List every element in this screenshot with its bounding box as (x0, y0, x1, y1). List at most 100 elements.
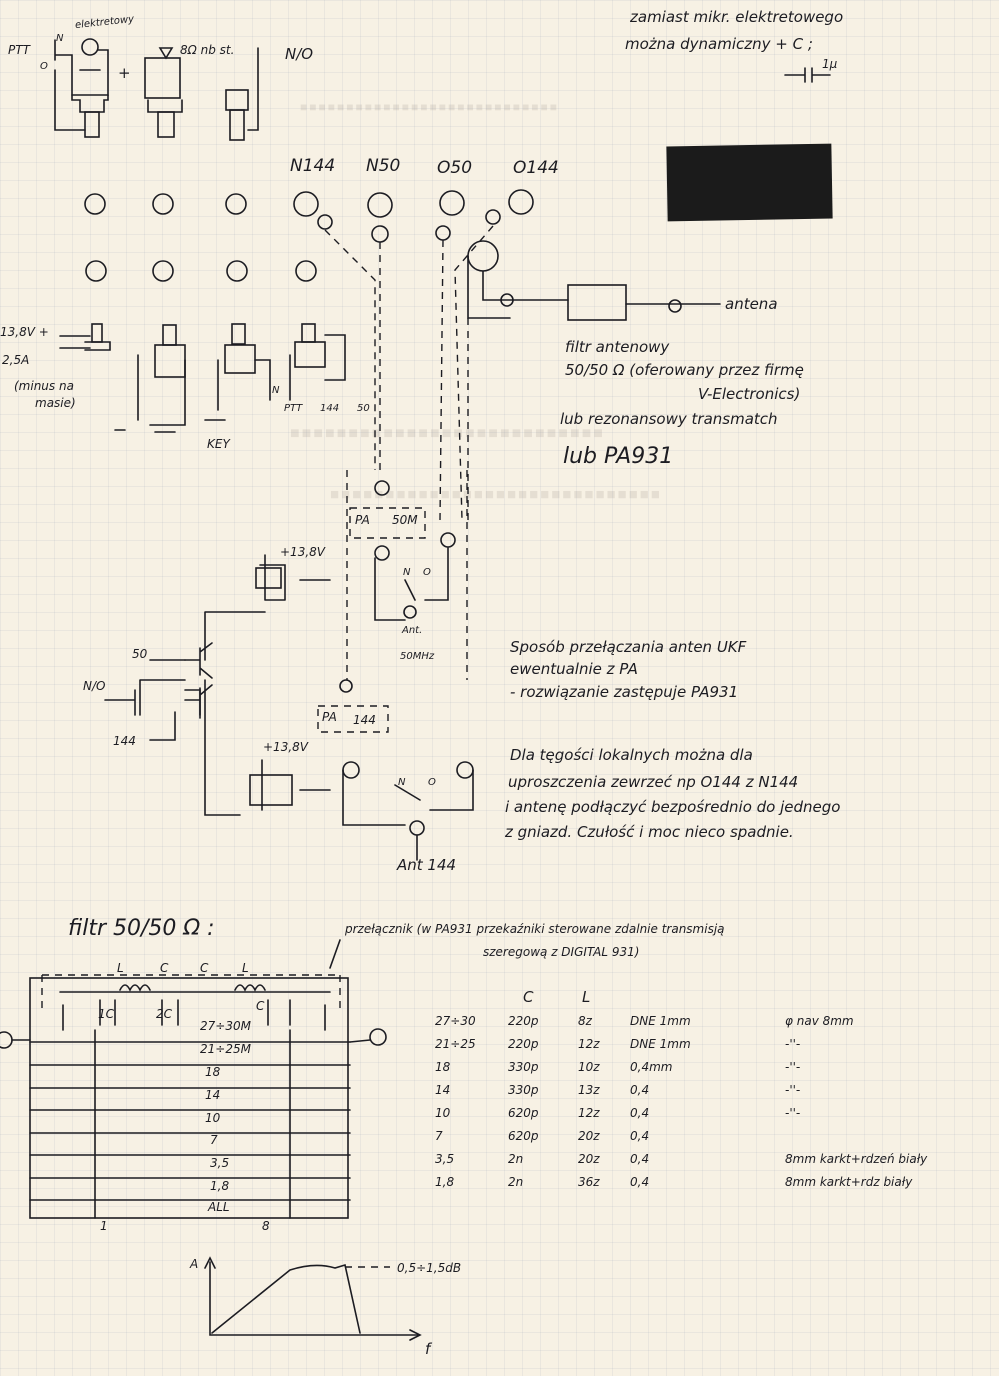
table-cell-l: 20z (578, 1129, 600, 1143)
minus-note-1: (minus na (14, 379, 74, 393)
top-note-line2: można dynamiczny + C ; (625, 35, 813, 53)
connector-n50: N50 (366, 156, 401, 176)
schematic-pin-8: 8 (262, 1219, 270, 1233)
key-label: KEY (207, 437, 230, 451)
relay50-pa: PA (355, 513, 370, 527)
show-through-print: ■■■■■■■■■■■■■■■■■■■■■■■■■■■■■■ (330, 487, 662, 503)
switch-note-line2: szeregową z DIGITAL 931) (483, 945, 640, 959)
simplify-note-line4: z gniazd. Czułość i moc nieco spadnie. (505, 823, 794, 841)
switching-note-line2: ewentualnie z PA (510, 660, 638, 678)
table-cell-band: 27÷30 (435, 1014, 476, 1028)
table-cell-wire: 0,4 (630, 1175, 650, 1189)
band-label: 7 (210, 1133, 218, 1147)
ptt-label: PTT (8, 43, 30, 57)
power-50-label: 50 (357, 403, 370, 414)
no-label: N/O (285, 45, 314, 63)
mic-connector-drawing (54, 38, 109, 138)
table-cell-band: 3,5 (435, 1152, 455, 1166)
table-cell-l: 20z (578, 1152, 600, 1166)
table-cell-dia: 8mm karkt+rdz biały (785, 1175, 913, 1189)
supply-label: 13,8V + (0, 325, 49, 339)
connector-n144: N144 (290, 156, 336, 176)
table-cell-c: 330p (508, 1060, 539, 1074)
relay144-o: O (428, 777, 436, 788)
minus-note-2: masie) (35, 396, 76, 410)
switching-note-line1: Sposób przełączania anten UKF (510, 638, 747, 656)
table-cell-l: 10z (578, 1060, 600, 1074)
relay144-n: N (398, 777, 406, 788)
filter-title: filtr 50/50 Ω : (68, 916, 215, 941)
table-cell-c: 620p (508, 1129, 539, 1143)
table-header-c: C (523, 988, 534, 1006)
current-label: 2,5A (2, 353, 30, 367)
table-cell-wire: DNE 1mm (630, 1014, 691, 1028)
filter-note-line2: 50/50 Ω (oferowany przez firmę (565, 361, 804, 379)
power-n-label: N (272, 385, 280, 396)
table-cell-c: 220p (508, 1014, 539, 1028)
n-label: N (56, 33, 64, 44)
filter-schematic (0, 939, 387, 1219)
panel-holes (84, 189, 534, 282)
table-cell-wire: 0,4 (630, 1152, 650, 1166)
band-label: 14 (205, 1088, 221, 1102)
relay144-supply: +13,8V (263, 740, 308, 754)
relay50-ant-mhz: 50MHz (400, 651, 435, 662)
schematic-top-l1: L (117, 961, 124, 975)
plot-annotation: 0,5÷1,5dB (397, 1261, 462, 1275)
speaker-label: 8Ω nb st. (180, 43, 235, 57)
input-no: N/O (83, 679, 106, 693)
band-label: 1,8 (210, 1179, 230, 1193)
band-label: 27÷30M (200, 1019, 251, 1033)
simplify-note-line3: i antenę podłączyć bezpośrednio do jedne… (505, 798, 841, 816)
relay144-pa: PA (322, 710, 337, 724)
table-cell-dia: -''- (785, 1083, 801, 1097)
relay50-50m: 50M (392, 513, 418, 527)
table-cell-dia: -''- (785, 1060, 801, 1074)
plot-x-label: f (425, 1340, 431, 1358)
relay-50 (255, 470, 468, 680)
filter-note-line5: lub PA931 (563, 444, 674, 469)
band-label: ALL (208, 1200, 230, 1214)
schematic-pin-1: 1 (100, 1219, 108, 1233)
relay144-144: 144 (353, 713, 376, 727)
table-cell-wire: DNE 1mm (630, 1037, 691, 1051)
relay50-n: N (403, 567, 411, 578)
band-label: 10 (205, 1111, 221, 1125)
table-cell-band: 10 (435, 1106, 451, 1120)
power-144-label: 144 (320, 403, 340, 414)
show-through-print: ■■■■■■■■■■■■■■■■■■■■■■■■■■■ (290, 425, 605, 442)
schematic-c-2c: 2C (156, 1007, 173, 1021)
table-cell-dia: φ nav 8mm (785, 1014, 854, 1028)
plus-label: + (118, 64, 131, 82)
input-50: 50 (132, 647, 148, 661)
simplify-note-line2: uproszczenia zewrzeć np O144 z N144 (508, 773, 799, 791)
schematic-c-c: C (256, 999, 265, 1013)
top-note-line1: zamiast mikr. elektretowego (630, 8, 844, 26)
table-cell-band: 21÷25 (435, 1037, 476, 1051)
table-cell-dia: -''- (785, 1106, 801, 1120)
connector-o50: O50 (437, 158, 473, 178)
filter-note-line1: filtr antenowy (565, 338, 670, 356)
table-cell-c: 330p (508, 1083, 539, 1097)
relay50-o: O (423, 567, 431, 578)
schematic-top-l2: L (242, 961, 249, 975)
table-cell-c: 620p (508, 1106, 539, 1120)
table-cell-c: 2n (508, 1175, 524, 1189)
schematic-c-1c: 1C (98, 1007, 115, 1021)
filter-note-line4: lub rezonansowy transmatch (560, 410, 778, 428)
table-cell-band: 1,8 (435, 1175, 455, 1189)
simplify-note-line1: Dla tęgości lokalnych można dla (510, 746, 753, 764)
relay50-ant: Ant. (402, 625, 423, 636)
table-cell-wire: 0,4mm (630, 1060, 673, 1074)
antenna-label: antena (725, 295, 778, 313)
table-cell-l: 36z (578, 1175, 600, 1189)
table-cell-wire: 0,4 (630, 1106, 650, 1120)
table-cell-band: 14 (435, 1083, 451, 1097)
plot-y-label: A (190, 1257, 199, 1271)
table-cell-c: 2n (508, 1152, 524, 1166)
input-144: 144 (113, 734, 136, 748)
table-cell-l: 8z (578, 1014, 592, 1028)
table-cell-dia: 8mm karkt+rdzeń biały (785, 1152, 928, 1166)
table-cell-l: 12z (578, 1037, 600, 1051)
